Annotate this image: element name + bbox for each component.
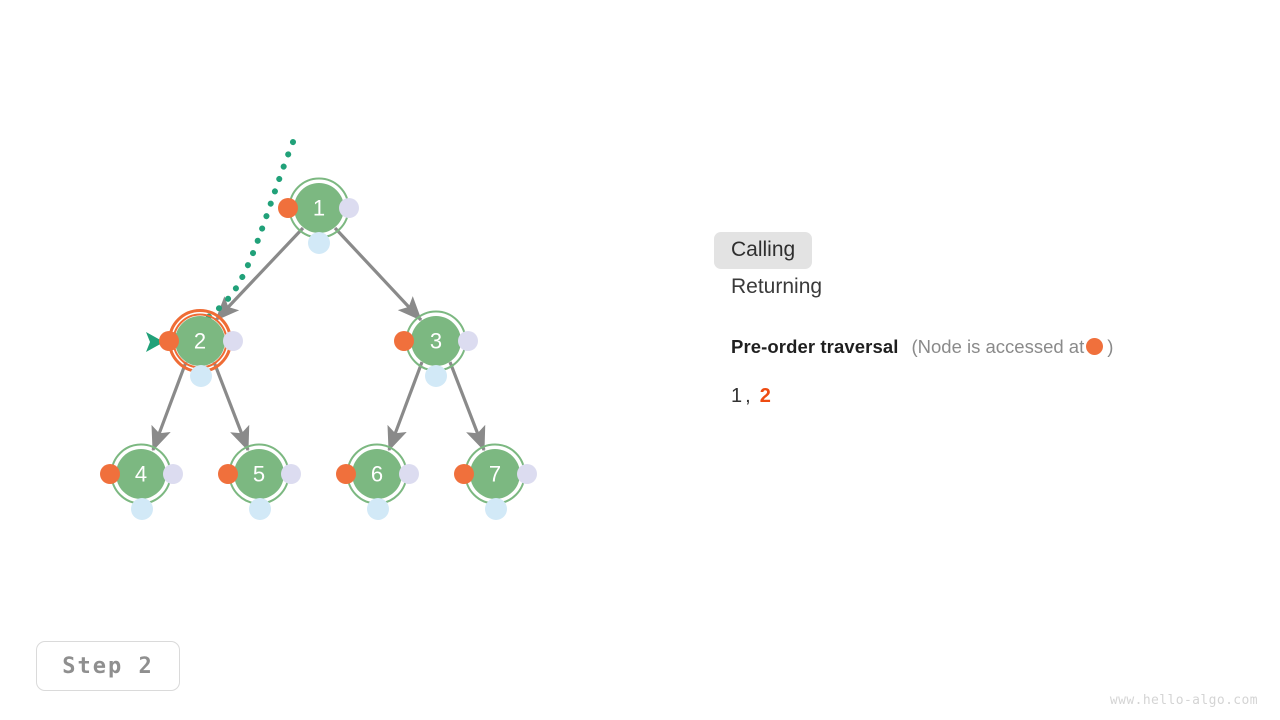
node-1-label: 1 [313,196,325,221]
node-4-label: 4 [135,462,147,487]
orange-dot-icon [1086,338,1104,355]
tree-node-1[interactable]: 1 [278,177,359,255]
node-3-label: 3 [430,329,442,354]
node-4-bottom-port-icon [131,498,153,520]
traversal-result-list: 1,2 [714,385,1254,408]
node-7-label: 7 [489,462,501,487]
edge-3-6 [387,361,424,452]
watermark: www.hello-algo.com [1109,693,1258,708]
node-3-bottom-port-icon [425,365,447,387]
node-7-bottom-port-icon [485,498,507,520]
binary-tree-diagram: 1 2 3 4 [100,139,537,521]
traversal-heading: Pre-order traversal (Node is accessed at) [714,336,1254,358]
traversal-title: Pre-order traversal [731,336,899,357]
node-5-right-port-icon [281,464,301,484]
node-2-body [175,316,225,366]
state-calling[interactable]: Calling [714,232,813,269]
node-5-bottom-port-icon [249,498,271,520]
result-item-0: 1 [731,385,744,407]
node-6-access-dot-icon [336,464,356,484]
tree-edges [151,226,486,452]
traversal-note-suffix: ) [1107,336,1114,357]
edge-1-3 [333,226,423,322]
step-label: Step 2 [62,653,154,679]
node-1-body [294,183,344,233]
node-2-access-dot-icon [159,331,179,351]
edge-1-2 [214,226,305,322]
call-path-arrowhead [146,332,164,352]
node-1-bottom-port-icon [308,232,330,254]
tree-node-2[interactable]: 2 [159,309,243,388]
tree-node-3[interactable]: 3 [394,310,478,388]
tree-node-6[interactable]: 6 [336,443,419,521]
tree-node-5[interactable]: 5 [218,443,301,521]
node-5-access-dot-icon [218,464,238,484]
node-2-label: 2 [194,329,206,354]
node-7-access-dot-icon [454,464,474,484]
edge-3-7 [448,361,486,452]
node-7-body [470,449,520,499]
call-path-curve [160,139,296,344]
node-4-access-dot-icon [100,464,120,484]
tree-node-4[interactable]: 4 [100,443,183,521]
edge-2-5 [212,361,250,452]
step-indicator: Step 2 [36,641,180,691]
node-3-right-port-icon [458,331,478,351]
node-5-body [234,449,284,499]
node-4-right-port-icon [163,464,183,484]
node-1-access-dot-icon [278,198,298,218]
node-6-right-port-icon [399,464,419,484]
tree-nodes: 1 2 3 4 [100,177,537,521]
node-7-right-port-icon [517,464,537,484]
tree-node-7[interactable]: 7 [454,443,537,521]
node-3-body [411,316,461,366]
state-legend: Calling Returning [714,232,1254,306]
node-4-body [116,449,166,499]
node-5-label: 5 [253,462,265,487]
recursion-call-path [146,139,296,352]
node-6-bottom-port-icon [367,498,389,520]
result-separator-0: , [745,385,752,407]
traversal-note-prefix: (Node is accessed at [911,336,1085,357]
node-1-right-port-icon [339,198,359,218]
node-2-right-port-icon [223,331,243,351]
node-6-label: 6 [371,462,383,487]
edge-2-4 [151,361,188,452]
node-3-access-dot-icon [394,331,414,351]
node-2-bottom-port-icon [190,365,212,387]
state-returning[interactable]: Returning [731,275,823,298]
node-6-body [352,449,402,499]
info-panel: Calling Returning Pre-order traversal (No… [714,232,1254,408]
result-item-1: 2 [759,385,772,407]
